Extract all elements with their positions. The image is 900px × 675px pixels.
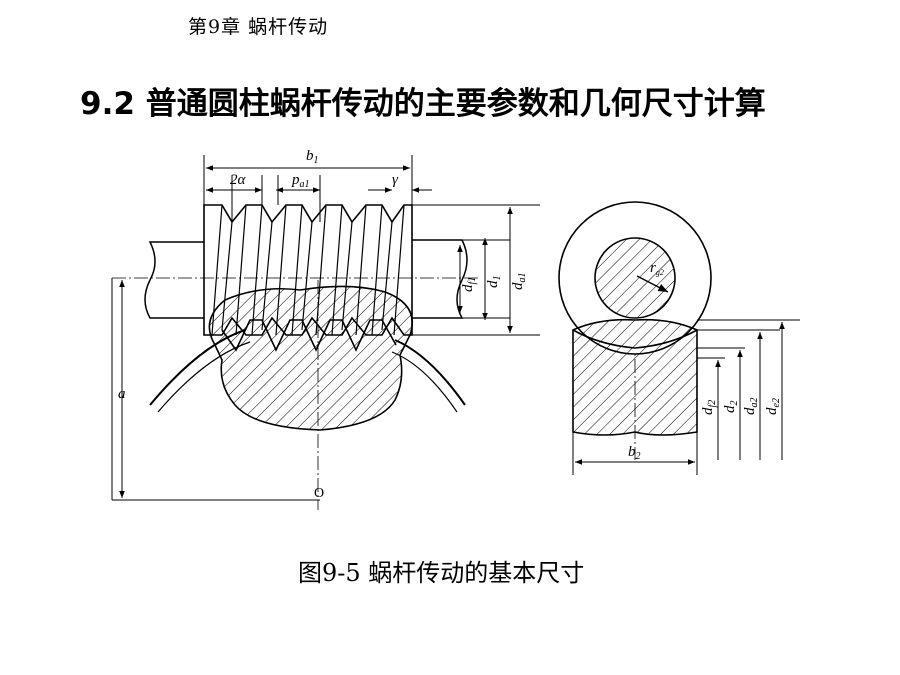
worm-wheel-section — [208, 285, 413, 431]
label-b1: b1 — [306, 148, 319, 166]
chapter-header: 第9章 蜗杆传动 — [188, 16, 329, 38]
label-de2: de2 — [764, 398, 782, 415]
svg-text:da1: da1 — [510, 273, 528, 291]
label-rg2: rg2 — [650, 260, 664, 277]
worm-wheel-side-section — [572, 318, 698, 436]
svg-text:df1: df1 — [460, 277, 478, 292]
label-da1: da1 — [510, 273, 528, 291]
label-gamma: γ — [392, 172, 399, 188]
svg-text:d2: d2 — [722, 401, 740, 414]
page-title: 9.2 普通圆柱蜗杆传动的主要参数和几何尺寸计算 — [80, 86, 766, 122]
label-da2: da2 — [742, 398, 760, 416]
label-d1: d1 — [485, 276, 503, 289]
svg-text:d1: d1 — [485, 276, 503, 289]
wheel-dimension-lines — [572, 275, 800, 475]
label-df2: df2 — [700, 400, 718, 415]
worm-wheel-rim — [149, 329, 466, 413]
worm-end-view — [558, 201, 712, 355]
svg-text:de2: de2 — [764, 398, 782, 415]
label-b2: b2 — [628, 444, 641, 462]
label-2alpha: 2α — [230, 172, 247, 188]
label-O: O — [314, 486, 324, 501]
label-a: a — [118, 386, 126, 402]
svg-text:da2: da2 — [742, 398, 760, 416]
label-d2: d2 — [722, 401, 740, 414]
svg-text:df2: df2 — [700, 400, 718, 415]
figure-caption: 图9-5 蜗杆传动的基本尺寸 — [298, 559, 585, 587]
label-pa1: pa1 — [291, 172, 310, 190]
label-df1: df1 — [460, 277, 478, 292]
worm-shaft — [144, 239, 468, 319]
worm-dimension-lines — [111, 155, 540, 501]
